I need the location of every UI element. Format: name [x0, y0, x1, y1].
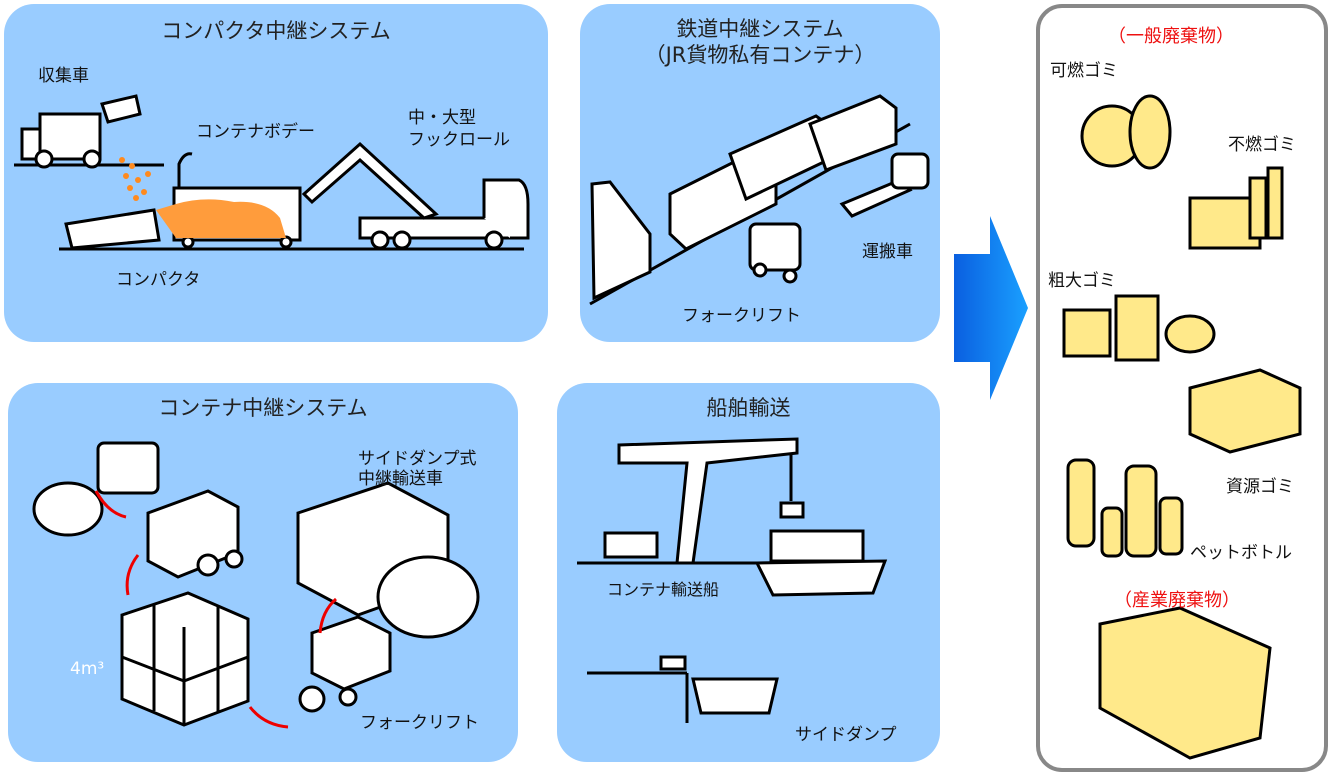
panel-title: 船舶輸送: [706, 396, 791, 420]
general-waste-heading: （一般廃棄物）: [1108, 26, 1234, 47]
rail-illustration: [589, 94, 930, 306]
label-side-dump-1: サイドダンプ式: [358, 449, 477, 469]
compactor-illustration: [14, 94, 530, 251]
panel-title-2: （JR貨物私有コンテナ）: [644, 43, 876, 67]
waste-types-panel: （一般廃棄物） 可燃ゴミ 不燃ゴミ 粗大ゴミ 資源ゴミ ペットボトル （産業廃棄…: [1036, 4, 1328, 772]
waste-item-pet-bottle: ペットボトル: [1190, 543, 1292, 563]
label-container-body: コンテナボデー: [196, 122, 315, 142]
label-compactor: コンパクタ: [116, 270, 201, 290]
label-container-ship: コンテナ輸送船: [607, 580, 720, 599]
ship-transport-panel: 船舶輸送 コンテナ輸送船 サイドダンプ: [557, 383, 940, 762]
compactor-relay-panel: コンパクタ中継システム 収集車 コンテナボデー 中・大型 フックロール コンパク…: [4, 4, 548, 342]
ship-illustration: [577, 437, 888, 723]
waste-item-non-combustible: 不燃ゴミ: [1228, 135, 1296, 155]
waste-item-recyclable: 資源ゴミ: [1226, 477, 1294, 497]
panel-title: コンテナ中継システム: [158, 396, 368, 420]
label-forklift: フォークリフト: [360, 713, 479, 733]
waste-item-oversized: 粗大ゴミ: [1048, 271, 1116, 291]
label-hook-roll-1: 中・大型: [408, 108, 476, 128]
label-transport-vehicle: 運搬車: [862, 242, 913, 262]
panel-title-1: 鉄道中継システム: [676, 17, 844, 41]
rail-relay-panel: 鉄道中継システム （JR貨物私有コンテナ） 運搬車 フォークリフト: [580, 4, 940, 342]
container-relay-panel: コンテナ中継システム サイドダンプ式 中継輸送車 4m³ フォークリフト: [8, 383, 518, 762]
label-side-dump: サイドダンプ: [795, 725, 897, 745]
industrial-waste-heading: （産業廃棄物）: [1114, 590, 1240, 611]
waste-illustrations: [1062, 94, 1302, 760]
panel-title: コンパクタ中継システム: [161, 19, 391, 43]
container-illustration: [32, 441, 480, 729]
label-collection-truck: 収集車: [38, 66, 89, 86]
waste-item-combustible: 可燃ゴミ: [1050, 61, 1118, 81]
label-forklift: フォークリフト: [682, 306, 801, 326]
flow-arrow-right-icon: [954, 216, 1028, 400]
label-volume: 4m³: [70, 659, 105, 679]
label-hook-roll-2: フックロール: [408, 130, 510, 150]
label-side-dump-2: 中継輸送車: [358, 469, 443, 489]
